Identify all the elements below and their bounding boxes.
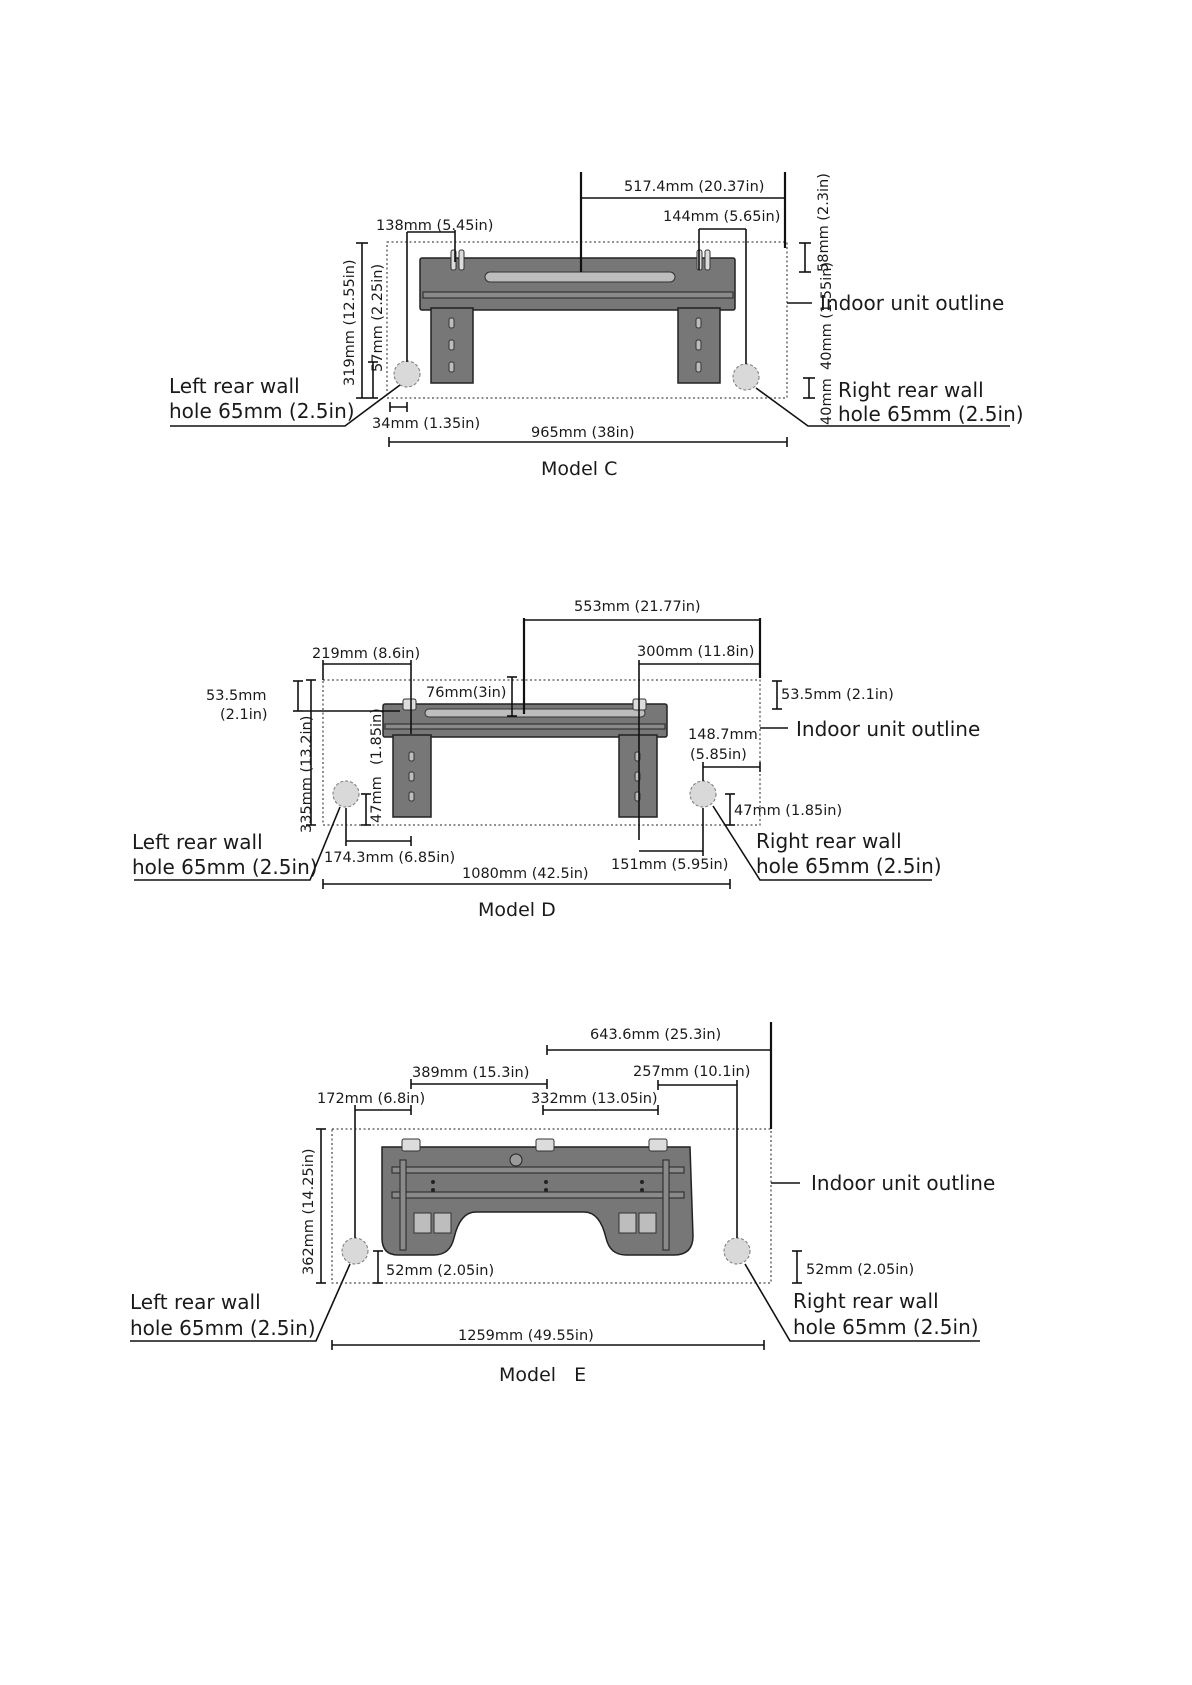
model-caption: Model C (541, 458, 617, 480)
indoor-unit-outline (386, 241, 788, 399)
dim-width: 1259mm (49.55in) (458, 1328, 594, 1344)
indoor-unit-outline (331, 1128, 772, 1284)
left-hole-label-2: hole 65mm (2.5in) (130, 1316, 316, 1340)
outline-label: Indoor unit outline (811, 1171, 995, 1195)
left-wall-hole (393, 360, 421, 388)
dim-right-off-a: 148.7mm (688, 727, 758, 743)
mounting-plate (419, 249, 736, 384)
model-caption: Model E (499, 1364, 586, 1386)
dim-right-top: 144mm (5.65in) (663, 209, 780, 225)
right-hole-label-1: Right rear wall (793, 1289, 939, 1313)
dim-inner-top: 76mm(3in) (426, 685, 506, 701)
left-hole-label-2: hole 65mm (2.5in) (169, 399, 355, 423)
dim-right-vert: 52mm (2.05in) (806, 1262, 914, 1278)
left-wall-hole (341, 1237, 369, 1265)
dim-bottom-right: 151mm (5.95in) (611, 857, 728, 873)
right-hole-label-1: Right rear wall (756, 829, 902, 853)
dim-left-side-a: 53.5mm (206, 688, 267, 704)
right-wall-hole (723, 1237, 751, 1265)
left-hole-label-1: Left rear wall (169, 374, 300, 398)
model-d-diagram: 553mm (21.77in) 219mm (8.6in) 300mm (11.… (132, 599, 980, 921)
model-caption: Model D (478, 899, 556, 921)
dim-width: 965mm (38in) (531, 425, 635, 441)
dim-right-off-b: (5.85in) (690, 747, 747, 763)
dim-right-top: 300mm (11.8in) (637, 644, 754, 660)
left-hole-label-1: Left rear wall (130, 1290, 261, 1314)
right-hole-label-1: Right rear wall (838, 378, 984, 402)
dim-left-top: 172mm (6.8in) (317, 1091, 425, 1107)
dim-right-side: 53.5mm (2.1in) (781, 687, 894, 703)
dim-right-top: 257mm (10.1in) (633, 1064, 750, 1080)
dim-bottom-left: 174.3mm (6.85in) (324, 850, 455, 866)
dim-center: 553mm (21.77in) (574, 599, 701, 615)
dim-height: 362mm (14.25in) (301, 1148, 317, 1275)
dim-left-vert-b: 47mm (369, 776, 385, 823)
mounting-plate (381, 1138, 694, 1256)
model-e-diagram: 643.6mm (25.3in) 389mm (15.3in) 257mm (1… (130, 1022, 995, 1386)
dim-center: 643.6mm (25.3in) (590, 1027, 721, 1043)
right-hole-label-2: hole 65mm (2.5in) (838, 402, 1024, 426)
dim-left-top: 138mm (5.45in) (376, 218, 493, 234)
dim-center: 517.4mm (20.37in) (624, 179, 764, 195)
dim-left-vert-a: (1.85in) (369, 708, 385, 765)
left-hole-label-1: Left rear wall (132, 830, 263, 854)
dim-left-side-b: (2.1in) (220, 707, 268, 723)
model-c-diagram: 517.4mm (20.37in) 138mm (5.45in) 144mm (… (169, 172, 1024, 480)
dim-right-vert-top: 58mm (2.3in) (816, 173, 832, 272)
dim-bottom-left: 34mm (1.35in) (372, 416, 480, 432)
dim-right-vert-bottom: 40mm (819, 378, 835, 425)
right-wall-hole (732, 363, 760, 391)
dim-height: 335mm (13.2in) (299, 716, 315, 833)
outline-label: Indoor unit outline (820, 291, 1004, 315)
dim-mid-right: 332mm (13.05in) (531, 1091, 658, 1107)
mounting-plate (382, 698, 668, 818)
left-hole-label-2: hole 65mm (2.5in) (132, 855, 318, 879)
right-hole-label-2: hole 65mm (2.5in) (793, 1315, 979, 1339)
dim-left-vert: 52mm (2.05in) (386, 1263, 494, 1279)
dim-mid-left: 389mm (15.3in) (412, 1065, 529, 1081)
left-wall-hole (332, 780, 360, 808)
outline-label: Indoor unit outline (796, 717, 980, 741)
indoor-unit-outline (322, 679, 761, 826)
dim-height: 319mm (12.55in) (342, 259, 358, 386)
dim-left-top: 219mm (8.6in) (312, 646, 420, 662)
dim-right-vert-mid: 40mm (1.55in) (819, 262, 835, 370)
right-hole-label-2: hole 65mm (2.5in) (756, 854, 942, 878)
dim-right-vert: 47mm (1.85in) (734, 803, 842, 819)
right-wall-hole (689, 780, 717, 808)
dim-left-vert: 57mm (2.25in) (370, 264, 386, 372)
dim-width: 1080mm (42.5in) (462, 866, 589, 882)
